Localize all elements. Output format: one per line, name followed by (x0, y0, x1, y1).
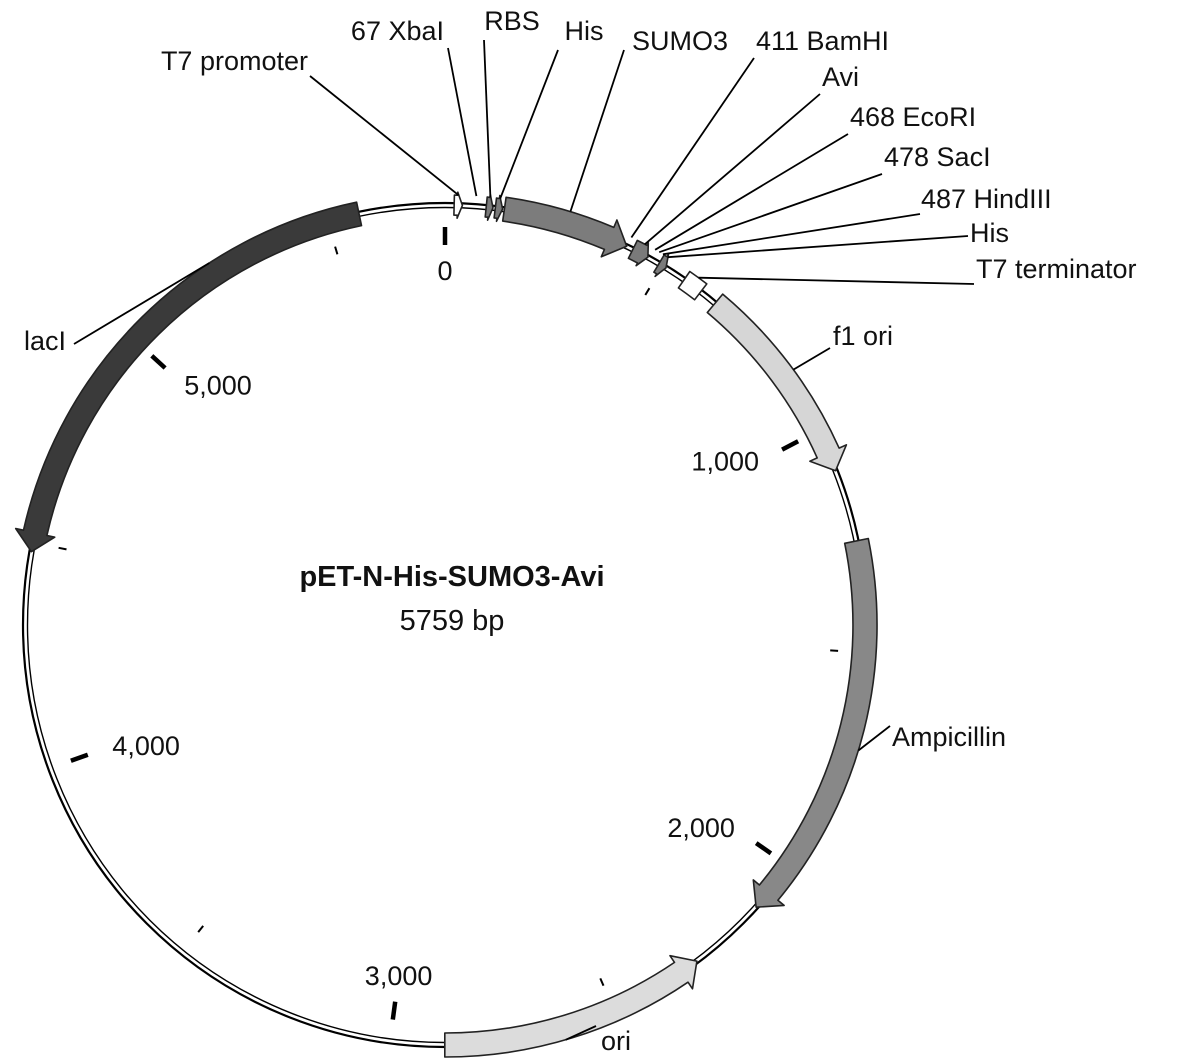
tick-label: 5,000 (184, 371, 252, 401)
minor-tick (334, 246, 339, 255)
leader-line (698, 276, 975, 285)
bamhi-label: 411 BamHI (756, 26, 889, 56)
leader-line (499, 49, 559, 199)
plasmid-name: pET-N-His-SUMO3-Avi (299, 561, 604, 593)
f1-ori-feature-arrow (706, 293, 848, 472)
his-n-label: His (565, 16, 604, 46)
tick-label: 0 (437, 256, 452, 286)
t7-terminator-label: T7 terminator (976, 254, 1137, 284)
leader-line (667, 235, 969, 259)
minor-tick (58, 546, 67, 551)
leader-line (658, 173, 883, 254)
minor-tick (197, 925, 204, 933)
tick-label: 1,000 (691, 447, 759, 477)
minor-tick (599, 977, 605, 987)
leader-line (309, 75, 460, 196)
leader-line (569, 49, 625, 212)
label-leader-lines (73, 39, 975, 1041)
sumo3-feature-arrow (501, 196, 628, 258)
tick-label: 2,000 (667, 813, 735, 843)
major-tick (70, 752, 89, 763)
minor-tick (830, 649, 839, 652)
his-n-feature-arrow (493, 194, 504, 223)
ampicillin-label: Ampicillin (892, 722, 1006, 752)
xbai-label: 67 XbaI (351, 16, 444, 46)
leader-line (73, 262, 210, 345)
major-tick (390, 1001, 398, 1020)
plasmid-size: 5759 bp (400, 605, 505, 637)
his-c-label: His (970, 218, 1009, 248)
major-tick (781, 439, 800, 452)
laci-label: lacI (24, 326, 66, 356)
major-tick (150, 354, 167, 370)
leader-line (654, 133, 849, 251)
ori-label: ori (601, 1026, 631, 1056)
leader-line (630, 57, 755, 239)
tick-label: 4,000 (112, 731, 180, 761)
leader-line (662, 213, 921, 256)
hindiii-label: 487 HindIII (921, 184, 1052, 214)
feature-labels: 67 XbaI T7 promoter RBS His SUMO3 411 BamHI Av… (24, 6, 1137, 1056)
minor-tick (644, 287, 651, 296)
scale-ticks: 0 1,000 2,000 3,000 4,000 5,000 (58, 227, 839, 1020)
t7-promoter-feature-arrow (453, 191, 464, 219)
leader-line (483, 39, 492, 198)
ampicillin-feature-arrow (752, 537, 878, 908)
f1-ori-label: f1 ori (833, 321, 893, 351)
leader-line (857, 725, 891, 752)
leader-line (447, 47, 478, 197)
avi-feature-arrow (627, 239, 650, 267)
leader-line (792, 347, 831, 371)
ori-feature-arrow (444, 954, 698, 1058)
leader-line (565, 1025, 597, 1041)
leader-line (644, 93, 821, 245)
rbs-feature-arrow (484, 193, 494, 221)
sumo3-label: SUMO3 (632, 26, 728, 56)
rbs-label: RBS (484, 6, 540, 36)
feature-arrows (14, 191, 878, 1058)
tick-label: 3,000 (365, 961, 433, 991)
avi-label: Avi (822, 62, 859, 92)
saci-label: 478 SacI (884, 142, 991, 172)
t7-promoter-label: T7 promoter (161, 46, 308, 76)
his-c-feature-arrow (653, 253, 670, 278)
major-tick (754, 841, 773, 856)
ecori-label: 468 EcoRI (850, 102, 976, 132)
